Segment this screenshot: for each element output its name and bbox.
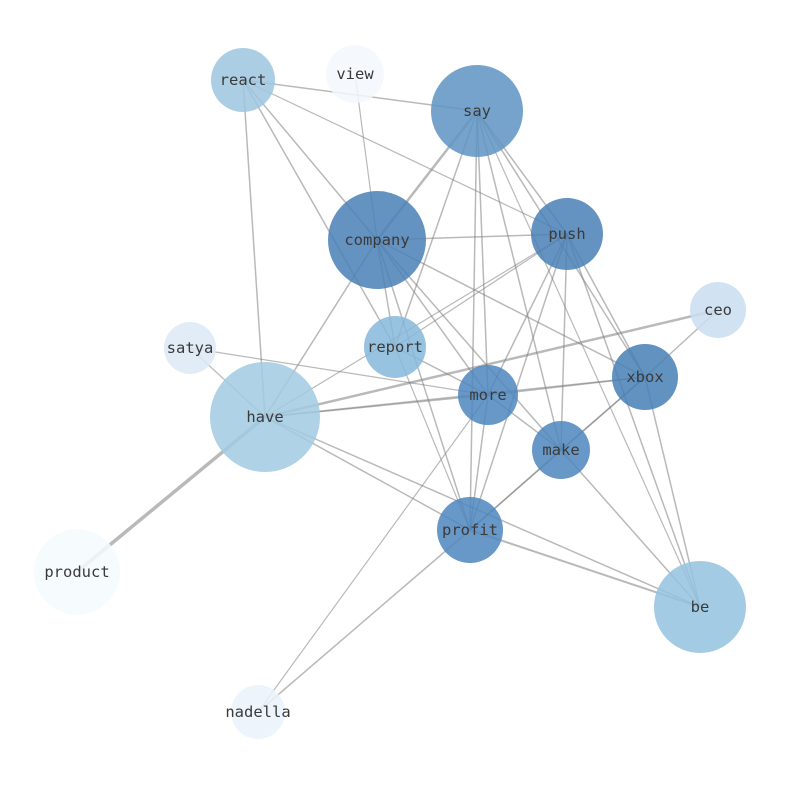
graph-node-profit xyxy=(437,497,503,563)
graph-node-xbox xyxy=(612,344,678,410)
graph-node-report xyxy=(364,316,426,378)
graph-node-have xyxy=(210,362,320,472)
graph-edge-company-xbox xyxy=(376,239,646,378)
graph-edge-say-more xyxy=(476,110,489,396)
graph-edge-profit-nadella xyxy=(257,529,471,713)
graph-node-make xyxy=(532,421,590,479)
nodes-layer xyxy=(34,45,746,739)
node-label-ceo: ceo xyxy=(704,301,732,319)
node-label-product: product xyxy=(44,563,109,581)
graph-edge-push-be xyxy=(566,233,701,608)
node-label-xbox: xbox xyxy=(626,368,663,386)
node-label-say: say xyxy=(463,102,491,120)
labels-layer: react view say company push ceo satya report xbo… xyxy=(44,65,732,721)
graph-edge-react-report xyxy=(242,79,396,348)
node-label-more: more xyxy=(469,386,506,404)
graph-edge-say-be xyxy=(476,110,701,608)
graph-node-view xyxy=(326,45,384,103)
node-label-push: push xyxy=(548,225,585,243)
node-label-make: make xyxy=(542,441,579,459)
graph-edge-ceo-have xyxy=(264,308,719,419)
node-label-report: report xyxy=(367,338,423,356)
node-label-profit: profit xyxy=(442,521,498,539)
graph-node-satya xyxy=(164,322,216,374)
graph-edge-satya-more xyxy=(189,347,489,396)
node-label-react: react xyxy=(220,71,267,89)
graph-node-product xyxy=(34,529,120,615)
graph-edge-say-profit xyxy=(469,110,478,531)
node-label-satya: satya xyxy=(167,339,214,357)
graph-node-more xyxy=(458,365,518,425)
node-label-nadella: nadella xyxy=(225,703,290,721)
node-label-company: company xyxy=(344,231,409,249)
node-label-view: view xyxy=(336,65,374,83)
graph-edge-push-make xyxy=(560,233,568,451)
graph-node-be xyxy=(654,561,746,653)
graph-edge-nadella-more xyxy=(257,394,489,713)
graph-node-nadella xyxy=(231,685,285,739)
graph-edge-react-push xyxy=(242,79,568,235)
graph-node-react xyxy=(211,48,275,112)
graph-node-say xyxy=(431,65,523,157)
graph-node-push xyxy=(531,198,603,270)
graph-node-ceo xyxy=(690,282,746,338)
node-label-have: have xyxy=(246,408,283,426)
graph-edge-say-make xyxy=(476,110,562,451)
graph-edge-react-have xyxy=(242,79,266,418)
graph-node-company xyxy=(328,191,426,289)
graph-edge-push-profit xyxy=(469,233,568,531)
node-label-be: be xyxy=(691,598,710,616)
